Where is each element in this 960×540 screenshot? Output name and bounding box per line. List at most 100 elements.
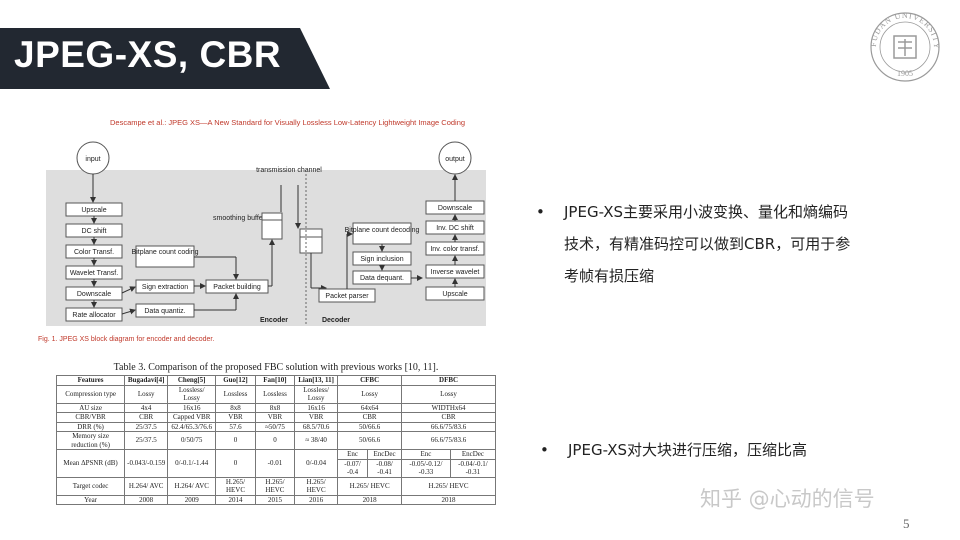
table-cell: 62.4/65.3/76.6 xyxy=(167,421,217,432)
node-sign-extraction: Sign extraction xyxy=(142,284,188,291)
table-cell: Capped VBR xyxy=(167,412,217,423)
node-output: output xyxy=(445,156,465,163)
table-cell: 25/37.5 xyxy=(124,421,169,432)
node-bitplane-decoding: Bitplane count decoding xyxy=(345,227,420,234)
figure-source-caption: Descampe et al.: JPEG XS—A New Standard … xyxy=(110,118,466,127)
table-cell: Memory size reduction (%) xyxy=(55,431,126,450)
table-cell: H.265/ HEVC xyxy=(254,476,296,496)
title-banner xyxy=(0,28,330,89)
table-cell: Lossless xyxy=(254,384,296,404)
table-cell: H.265/ HEVC xyxy=(215,476,256,496)
node-bitplane-coding: Bitplane count coding xyxy=(132,249,199,256)
table-title: Table 3. Comparison of the proposed FBC … xyxy=(113,362,439,373)
table-cell: CBR xyxy=(124,412,169,423)
label-decoder: Decoder xyxy=(322,317,350,324)
table-cell: 25/37.5 xyxy=(124,431,169,450)
table-cell: EncDec xyxy=(449,449,497,460)
table-cell: 8x8 xyxy=(254,402,296,413)
table-cell: 68.5/70.6 xyxy=(294,421,339,432)
table-cell: Year xyxy=(55,494,126,505)
node-data-dequant: Data dequant. xyxy=(360,275,404,282)
comparison-table: Features Bugadavi[4] Cheng[5] Guo[12] Fa… xyxy=(55,375,497,505)
header-cell: Cheng[5] xyxy=(167,375,217,386)
table-cell: 2008 xyxy=(124,494,169,505)
page-number: 5 xyxy=(903,516,910,531)
table-cell: WIDTHx64 xyxy=(401,402,496,413)
node-dec-downscale: Downscale xyxy=(438,205,472,212)
table-cell: 0/-0.04 xyxy=(294,449,339,478)
node-dec-upscale: Upscale xyxy=(442,291,467,298)
node-packet-parser: Packet parser xyxy=(325,293,369,300)
bullet-line: 技术，有精准码控可以做到CBR，可用于参 xyxy=(564,235,851,253)
table-cell: 2014 xyxy=(215,494,256,505)
header-cell: DFBC xyxy=(401,375,496,386)
bullet-line: 考帧有损压缩 xyxy=(564,267,655,285)
table-cell: 66.6/75/83.6 xyxy=(401,431,496,450)
node-transmission-channel: transmission channel xyxy=(256,167,322,174)
zhihu-watermark: 知乎 @心动的信号 xyxy=(700,487,875,511)
table-cell: VBR xyxy=(215,412,256,423)
table-cell: 16x16 xyxy=(294,402,339,413)
table-cell: CBR xyxy=(337,412,403,423)
table-cell: -0.01 xyxy=(254,449,296,478)
bullet-line: JPEG-XS主要采用小波变换、量化和熵编码 xyxy=(564,203,849,221)
bullet-line: JPEG-XS对大块进行压缩，压缩比高 xyxy=(568,441,808,459)
node-color-transf: Color Transf. xyxy=(74,249,114,256)
table-cell: -0.04/-0.1/ -0.31 xyxy=(449,458,497,478)
table-cell: 0 xyxy=(254,431,296,450)
table-cell: -0.043/-0.159 xyxy=(124,449,169,478)
table-cell: EncDec xyxy=(366,449,403,460)
table-cell: 50/66.6 xyxy=(337,421,403,432)
table-cell: 57.6 xyxy=(215,421,256,432)
table-cell: 64x64 xyxy=(337,402,403,413)
table-cell: VBR xyxy=(254,412,296,423)
table-cell: CBR xyxy=(401,412,496,423)
table-cell: ≈ 38/40 xyxy=(294,431,339,450)
table-cell: 2009 xyxy=(167,494,217,505)
header-cell: Guo[12] xyxy=(215,375,256,386)
node-packet-building: Packet building xyxy=(213,284,261,291)
comparison-table-container: Table 3. Comparison of the proposed FBC … xyxy=(55,362,497,505)
table-cell: Compression type xyxy=(55,384,126,404)
seal-year: 1905 xyxy=(897,69,913,78)
table-cell: Lossy xyxy=(401,384,496,404)
table-cell: 8x8 xyxy=(215,402,256,413)
node-data-quantiz: Data quantiz. xyxy=(144,308,185,315)
table-cell: H.265/ HEVC xyxy=(401,476,496,496)
bullet-dot: • xyxy=(540,441,549,459)
table-cell: 4x4 xyxy=(124,402,169,413)
node-dc-shift: DC shift xyxy=(82,228,107,235)
table-cell: 16x16 xyxy=(167,402,217,413)
table-cell: Lossy xyxy=(337,384,403,404)
node-inv-color-transf: Inv. color transf. xyxy=(430,246,479,253)
table-cell: 2018 xyxy=(337,494,403,505)
node-smoothing-buffer: smoothing buffer xyxy=(213,215,266,222)
table-cell: H.265/ HEVC xyxy=(337,476,403,496)
figure-caption: Fig. 1. JPEG XS block diagram for encode… xyxy=(38,336,215,343)
table-cell: VBR xyxy=(294,412,339,423)
table-cell: Lossy xyxy=(124,384,169,404)
table-cell: Lossless/ Lossy xyxy=(294,384,339,404)
table-cell: Enc xyxy=(337,449,368,460)
table-row: Mean ΔPSNR (dB) -0.043/-0.159 0/-0.1/-1.… xyxy=(55,449,497,478)
label-encoder: Encoder xyxy=(260,317,288,324)
node-inverse-wavelet: Inverse wavelet xyxy=(431,269,480,276)
table-cell: 2016 xyxy=(294,494,339,505)
node-sign-inclusion: Sign inclusion xyxy=(360,256,403,263)
table-cell: Lossless/ Lossy xyxy=(167,384,217,404)
header-cell: CFBC xyxy=(337,375,403,386)
table-cell: Lossless xyxy=(215,384,256,404)
header-cell: Bugadavi[4] xyxy=(124,375,169,386)
node-downscale: Downscale xyxy=(77,291,111,298)
table-row: -0.07/ -0.4-0.08/ -0.41 -0.05/-0.12/ -0.… xyxy=(57,458,497,478)
table-cell: -0.08/ -0.41 xyxy=(366,458,403,478)
table-cell: 0 xyxy=(215,449,256,478)
node-inv-dc-shift: Inv. DC shift xyxy=(436,225,474,232)
